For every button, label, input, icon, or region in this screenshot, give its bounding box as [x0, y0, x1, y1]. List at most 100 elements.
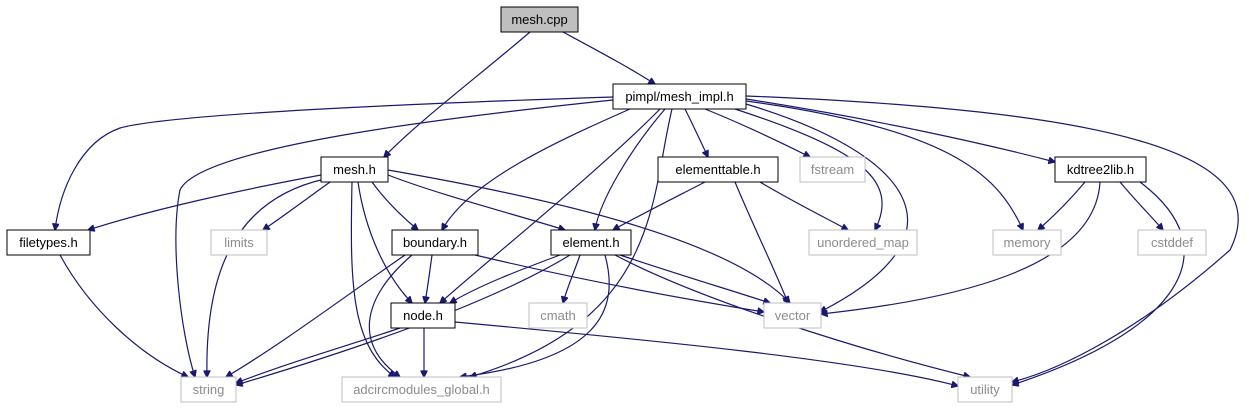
node-vector: vector: [763, 302, 822, 329]
edge-pimpl-mesh-impl-h-to-utility: [745, 95, 1239, 382]
node-box: [528, 302, 588, 329]
node-box: [550, 229, 632, 256]
node-label: adcircmodules_global.h: [353, 382, 490, 397]
edge-node-h-to-utility: [454, 321, 958, 386]
node-label: unordered_map: [817, 235, 909, 250]
edge-pimpl-mesh-impl-h-to-adcircmodules-global-h: [470, 108, 673, 377]
edge-boundary-h-to-string: [226, 254, 406, 377]
edge-elementtable-h-to-vector: [734, 181, 788, 303]
node-label: element.h: [562, 235, 619, 250]
edge-mesh-h-to-element-h: [387, 174, 565, 230]
edge-pimpl-mesh-impl-h-to-elementtable-h: [684, 108, 708, 157]
node-box: [391, 229, 479, 256]
node-label: mesh.h: [333, 162, 376, 177]
edge-pimpl-mesh-impl-h-to-string: [175, 99, 614, 377]
edge-kdtree2lib-h-to-cstddef: [1119, 181, 1163, 230]
node-label: utility: [970, 382, 1000, 397]
edge-mesh-h-to-adcircmodules-global-h: [350, 181, 395, 377]
node-cstddef: cstddef: [1137, 229, 1207, 256]
edge-element-h-to-vector: [619, 254, 770, 303]
node-mesh-h[interactable]: mesh.h: [320, 156, 389, 183]
node-box: [1054, 156, 1147, 183]
edge-element-h-to-string: [236, 254, 571, 385]
edge-elementtable-h-to-unordered-map: [759, 181, 848, 230]
node-label: boundary.h: [403, 235, 467, 250]
edge-element-h-to-node-h: [450, 254, 561, 303]
edges-layer: [55, 31, 1239, 386]
node-box: [320, 156, 389, 183]
node-node-h[interactable]: node.h: [390, 302, 456, 329]
node-box: [180, 376, 237, 403]
node-label: filetypes.h: [19, 235, 78, 250]
node-label: mesh.cpp: [511, 12, 567, 27]
edge-pimpl-mesh-impl-h-to-filetypes-h: [55, 96, 614, 230]
edge-node-h-to-string: [236, 327, 401, 383]
edge-mesh-h-to-limits: [263, 181, 331, 230]
edge-mesh-h-to-filetypes-h: [88, 174, 322, 230]
node-memory: memory: [992, 229, 1062, 256]
node-label: cmath: [540, 308, 575, 323]
nodes-layer: mesh.cpp pimpl/mesh_impl.h mesh.h elementta…: [6, 6, 1207, 403]
node-kdtree2lib-h[interactable]: kdtree2lib.h: [1054, 156, 1147, 183]
node-label: limits: [224, 235, 254, 250]
edge-mesh-h-to-node-h: [357, 181, 412, 303]
edge-pimpl-mesh-impl-h-to-fstream: [704, 108, 810, 157]
edge-mesh-cpp-to-pimpl-mesh-impl-h: [562, 31, 655, 84]
edge-boundary-h-to-vector: [474, 254, 764, 312]
node-label: kdtree2lib.h: [1067, 162, 1134, 177]
edge-boundary-h-to-adcircmodules-global-h: [368, 254, 413, 377]
node-adcircmodules-global-h: adcircmodules_global.h: [341, 376, 502, 403]
edge-filetypes-h-to-string: [59, 254, 188, 377]
node-box: [657, 156, 779, 183]
node-box: [6, 229, 91, 256]
node-limits: limits: [210, 229, 268, 256]
edge-element-h-to-adcircmodules-global-h: [460, 254, 610, 377]
edge-pimpl-mesh-impl-h-to-boundary-h: [442, 108, 631, 230]
node-box: [799, 156, 866, 183]
edge-pimpl-mesh-impl-h-to-vector: [745, 103, 908, 312]
node-label: memory: [1004, 235, 1051, 250]
node-boundary-h[interactable]: boundary.h: [391, 229, 479, 256]
edge-mesh-h-to-vector: [387, 169, 790, 303]
node-box: [500, 6, 579, 33]
node-mesh-cpp[interactable]: mesh.cpp: [500, 6, 579, 33]
edge-elementtable-h-to-element-h: [613, 181, 706, 230]
node-box: [1137, 229, 1207, 256]
node-unordered-map: unordered_map: [808, 229, 918, 256]
edge-pimpl-mesh-impl-h-to-node-h: [440, 108, 661, 303]
node-label: vector: [775, 308, 811, 323]
edge-kdtree2lib-h-to-memory: [1038, 181, 1086, 230]
edge-mesh-cpp-to-mesh-h: [384, 31, 531, 157]
edge-element-h-to-cmath: [563, 254, 581, 303]
node-label: string: [193, 382, 225, 397]
edge-boundary-h-to-node-h: [425, 254, 433, 303]
edge-kdtree2lib-h-to-utility: [1012, 181, 1185, 385]
node-string: string: [180, 376, 237, 403]
node-box: [992, 229, 1062, 256]
node-label: fstream: [811, 162, 854, 177]
edge-kdtree2lib-h-to-vector: [821, 181, 1101, 314]
edge-pimpl-mesh-impl-h-to-kdtree2lib-h: [745, 98, 1055, 162]
node-filetypes-h[interactable]: filetypes.h: [6, 229, 91, 256]
node-elementtable-h[interactable]: elementtable.h: [657, 156, 779, 183]
node-pimpl-mesh-impl-h[interactable]: pimpl/mesh_impl.h: [612, 83, 747, 110]
node-utility: utility: [957, 376, 1013, 403]
edge-mesh-h-to-string: [207, 178, 326, 377]
node-box: [210, 229, 268, 256]
node-label: cstddef: [1151, 235, 1193, 250]
edge-mesh-h-to-boundary-h: [371, 181, 418, 230]
node-box: [341, 376, 502, 403]
edge-pimpl-mesh-impl-h-to-memory: [745, 100, 1023, 230]
node-element-h[interactable]: element.h: [550, 229, 632, 256]
node-box: [808, 229, 918, 256]
node-box: [390, 302, 456, 329]
node-fstream: fstream: [799, 156, 866, 183]
node-label: node.h: [403, 308, 443, 323]
node-cmath: cmath: [528, 302, 588, 329]
edge-pimpl-mesh-impl-h-to-element-h: [595, 108, 666, 230]
node-box: [612, 83, 747, 110]
node-label: pimpl/mesh_impl.h: [625, 89, 733, 104]
node-box: [763, 302, 822, 329]
node-box: [957, 376, 1013, 403]
